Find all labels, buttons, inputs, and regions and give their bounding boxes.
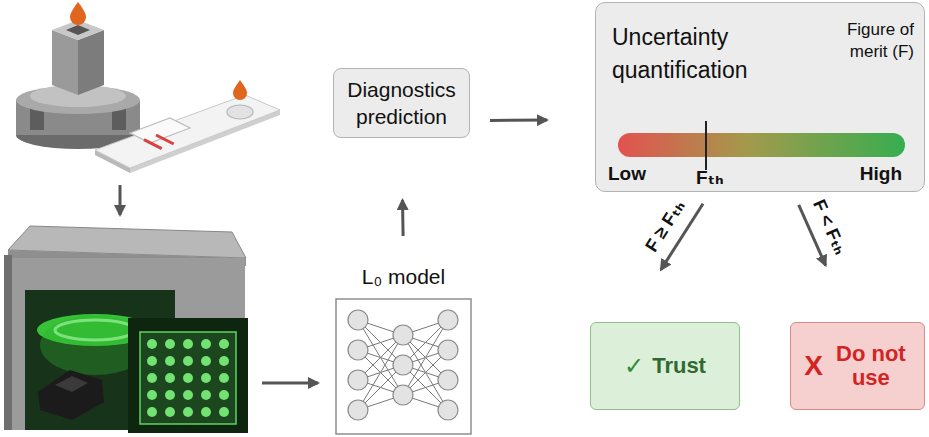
process-arrow	[262, 382, 318, 385]
node-label: Diagnostics prediction	[334, 76, 469, 131]
neural-network	[336, 299, 471, 434]
node-label: Do not use	[831, 342, 911, 390]
node-label: Fₜₕ	[696, 166, 724, 189]
result-box: XDo not use	[790, 322, 925, 410]
node-label: Trust	[652, 353, 706, 379]
fluorescence-image	[128, 318, 248, 433]
flow-arrow	[401, 200, 405, 236]
node-label: Low	[608, 163, 646, 185]
merit-scale-bar	[618, 133, 905, 157]
uncertainty-box: Uncertainty quantification Figure of meri…	[595, 2, 925, 192]
threshold-tick	[705, 121, 707, 170]
node-label: High	[860, 163, 902, 185]
result-box: ✓ Trust	[590, 322, 740, 410]
test-strip	[95, 80, 280, 173]
flow-arrow	[490, 119, 547, 122]
process-box: Diagnostics prediction	[333, 68, 470, 138]
process-arrow	[119, 185, 122, 215]
node-label: X	[804, 350, 823, 382]
edge-label: F < Fₜₕ	[809, 196, 853, 258]
node-label: Uncertainty quantification	[612, 21, 797, 88]
sample-device	[16, 2, 140, 149]
edge-label: F ≥ Fₜₕ	[640, 196, 689, 256]
model-box: L₀ model	[335, 263, 472, 435]
node-label: Figure of merit (F)	[818, 19, 914, 63]
node-label: L₀ model	[335, 265, 472, 289]
node-label: ✓	[624, 352, 644, 380]
